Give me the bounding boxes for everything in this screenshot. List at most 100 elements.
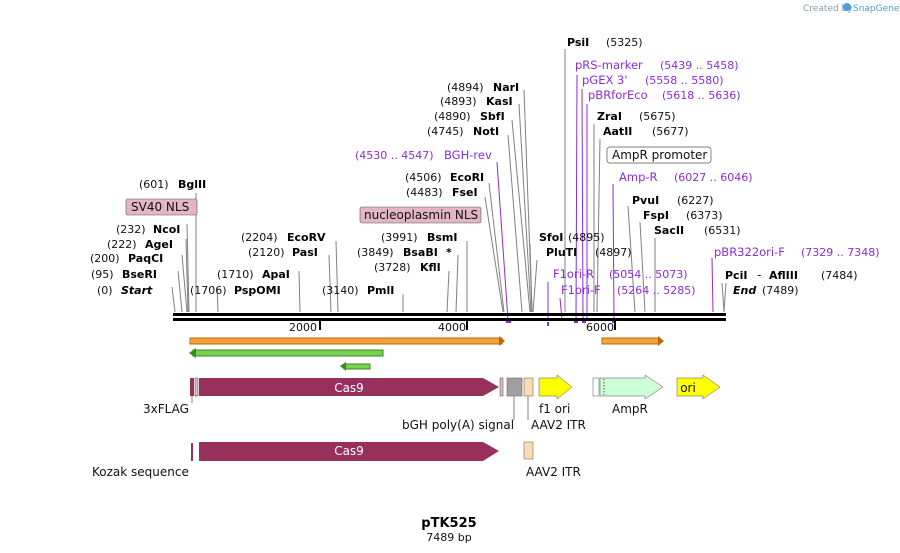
feature-label-bgh: bGH poly(A) signal <box>402 418 514 432</box>
site-pmli-name: PmlI <box>367 284 394 297</box>
site-apai-name: ApaI <box>262 268 290 281</box>
feature-cas9-arrow-2 <box>199 442 499 461</box>
site-psii-name: PsiI <box>567 36 589 49</box>
site-start-name: Start <box>121 284 153 297</box>
primer-bgh-rev-range: (4530 .. 4547) <box>355 149 434 162</box>
site-sbfi-name: SbfI <box>480 110 505 123</box>
site-sfoi-pos: (4895) <box>568 231 605 244</box>
site-fspi-pos: (6373) <box>686 209 723 222</box>
feature-aav2-itr-1 <box>523 377 534 397</box>
primer-pgex3-range: (5558 .. 5580) <box>645 74 724 87</box>
site-pcii-name: PciI <box>725 269 747 282</box>
primer-f1ori-f-name: F1ori-F <box>561 283 601 297</box>
ruler: 2000 4000 6000 <box>289 321 616 334</box>
site-psii-pos: (5325) <box>606 36 643 49</box>
site-zrai-name: ZraI <box>597 110 622 123</box>
orf-reverse-short-arrow <box>343 363 371 370</box>
ampr-promoter-label: AmpR promoter <box>612 148 707 162</box>
orf-tracks <box>189 336 664 371</box>
site-fsei-pos: (4483) <box>406 186 443 199</box>
site-bglii-name: BglII <box>178 178 206 191</box>
feature-track: Cas9 ori <box>190 374 721 420</box>
feature-bgh-polya <box>506 377 523 397</box>
site-bglii-pos: (601) <box>139 178 169 191</box>
primer-bgh-rev-name: BGH-rev <box>444 148 492 162</box>
primer-pbr322ori-f-name: pBR322ori-F <box>714 245 785 259</box>
primer-pbr322ori-f-range: (7329 .. 7348) <box>801 246 880 259</box>
site-pluti-pos: (4897) <box>595 246 632 259</box>
primer-f1ori-f-range: (5264 .. 5285) <box>617 284 696 297</box>
site-kasi-pos: (4893) <box>440 95 477 108</box>
site-sfoi-name: SfoI <box>539 231 563 244</box>
feature-kozak <box>191 443 193 461</box>
site-fspi-name: FspI <box>643 209 669 222</box>
feature-sv40-nls-segment <box>194 377 199 397</box>
primer-ampr-r-range: (6027 .. 6046) <box>674 171 753 184</box>
site-pcii-sep: - <box>757 268 761 282</box>
primer-ampr-r-name: Amp-R <box>619 170 658 184</box>
site-pasi-name: PasI <box>292 246 318 259</box>
site-bsmi-pos: (3991) <box>381 231 418 244</box>
feature-label-3xflag: 3xFLAG <box>143 402 189 416</box>
site-sacii-pos: (6531) <box>704 224 741 237</box>
ruler-tick-6000: 6000 <box>586 321 614 334</box>
site-kfli-name: KflI <box>420 261 441 274</box>
site-pvui-pos: (6227) <box>677 194 714 207</box>
site-nari-name: NarI <box>493 81 519 94</box>
feature-aav2-itr-2 <box>523 441 534 460</box>
snapgene-logo-icon <box>843 3 851 11</box>
site-afliii-pos: (7484) <box>821 269 858 282</box>
site-noti-pos: (4745) <box>427 125 464 138</box>
site-apai-pos: (1710) <box>217 268 254 281</box>
feature-cas9-arrow <box>199 378 499 396</box>
ruler-tick-2000: 2000 <box>289 321 317 334</box>
site-sbfi-pos: (4890) <box>434 110 471 123</box>
site-ecorv-name: EcoRV <box>287 231 326 244</box>
nucleoplasmin-nls-label: nucleoplasmin NLS <box>364 208 478 222</box>
feature-f1ori-arrow <box>538 374 573 400</box>
site-paqci-name: PaqCI <box>128 252 163 265</box>
site-start-pos: (0) <box>97 284 113 297</box>
feature-label-ampr: AmpR <box>612 402 648 416</box>
site-ecori-name: EcoRI <box>450 171 484 184</box>
orf-reverse-short-arrow-head <box>340 362 346 371</box>
site-ecori-pos: (4506) <box>405 171 442 184</box>
site-agei-name: AgeI <box>145 238 173 251</box>
orf-cas9-arrow <box>189 337 503 345</box>
feature-label-aav2-itr-1: AAV2 ITR <box>531 418 586 432</box>
site-ncoi-pos: (232) <box>116 223 146 236</box>
sv40-nls-box <box>125 198 198 216</box>
feature-cas9-label-2: Cas9 <box>334 444 364 458</box>
feature-label-f1ori: f1 ori <box>539 402 570 416</box>
credit-brand: SnapGene <box>853 4 900 14</box>
feature-label-kozak: Kozak sequence <box>92 465 189 479</box>
feature-cas9-label: Cas9 <box>334 381 364 395</box>
site-pasi-pos: (2120) <box>248 246 285 259</box>
primer-pbrforeco-range: (5618 .. 5636) <box>662 89 741 102</box>
feature-ori-arrow <box>676 374 721 400</box>
orf-ampr-arrow-head <box>658 336 664 346</box>
feature-ori-label: ori <box>680 381 696 395</box>
site-bseri-pos: (95) <box>91 268 114 281</box>
ampr-promoter-box <box>606 146 712 164</box>
plasmid-length: 7489 bp <box>426 531 471 544</box>
site-pvui-name: PvuI <box>632 194 659 207</box>
site-pspomi-name: PspOMI <box>234 284 281 297</box>
site-nari-pos: (4894) <box>447 81 484 94</box>
site-fsei-name: FseI <box>452 186 478 199</box>
feature-nucleoplasmin-nls-segment <box>499 377 504 397</box>
site-pluti-name: PluTI <box>546 246 577 259</box>
primer-f1ori-r-name: F1ori-R <box>553 267 594 281</box>
credit-text: Created by <box>803 4 853 14</box>
primer-rs-marker-range: (5439 .. 5458) <box>660 59 739 72</box>
site-aatii-name: AatII <box>603 125 632 138</box>
ruler-tick-4000: 4000 <box>438 321 466 334</box>
site-end-name: End <box>733 284 756 297</box>
feature-3xflag <box>190 378 194 396</box>
site-bseri-name: BseRI <box>122 268 157 281</box>
site-bsabi-pos: (3849) <box>357 246 394 259</box>
site-ecorv-pos: (2204) <box>241 231 278 244</box>
site-agei-pos: (222) <box>107 238 137 251</box>
site-kfli-pos: (3728) <box>374 261 411 274</box>
